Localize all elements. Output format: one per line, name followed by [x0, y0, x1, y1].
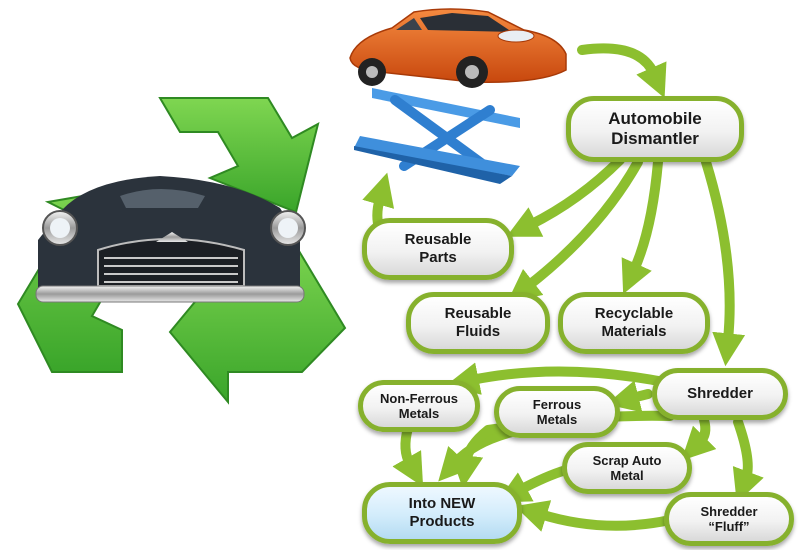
scissor-lift-icon	[354, 88, 520, 184]
node-shredder: Shredder	[652, 368, 788, 420]
arrow-shredder-to-fluff	[732, 417, 764, 503]
arrow-shredder-to-scrap	[681, 415, 717, 461]
arrow-lift-to-dismantler	[577, 43, 667, 99]
arrow-shredder-to-nonferrous	[446, 362, 669, 395]
node-shredder-fluff: Shredder“Fluff”	[664, 492, 794, 546]
arrow-dismantler-to-materials	[621, 157, 663, 295]
arrow-nonferrous-to-products	[392, 423, 424, 487]
arrow-dismantler-to-shredder	[701, 157, 746, 367]
arrow-fluff-to-products	[514, 500, 675, 532]
vintage-car-icon	[35, 176, 306, 303]
orange-sedan-icon	[349, 8, 567, 88]
arrow-shredder-to-ferrous	[606, 380, 653, 413]
arrow-dismantler-to-parts	[506, 155, 625, 237]
flow-arrows	[362, 43, 764, 532]
arrow-dismantler-to-fluids	[507, 157, 643, 303]
arrow-scrap-to-products	[496, 465, 571, 503]
